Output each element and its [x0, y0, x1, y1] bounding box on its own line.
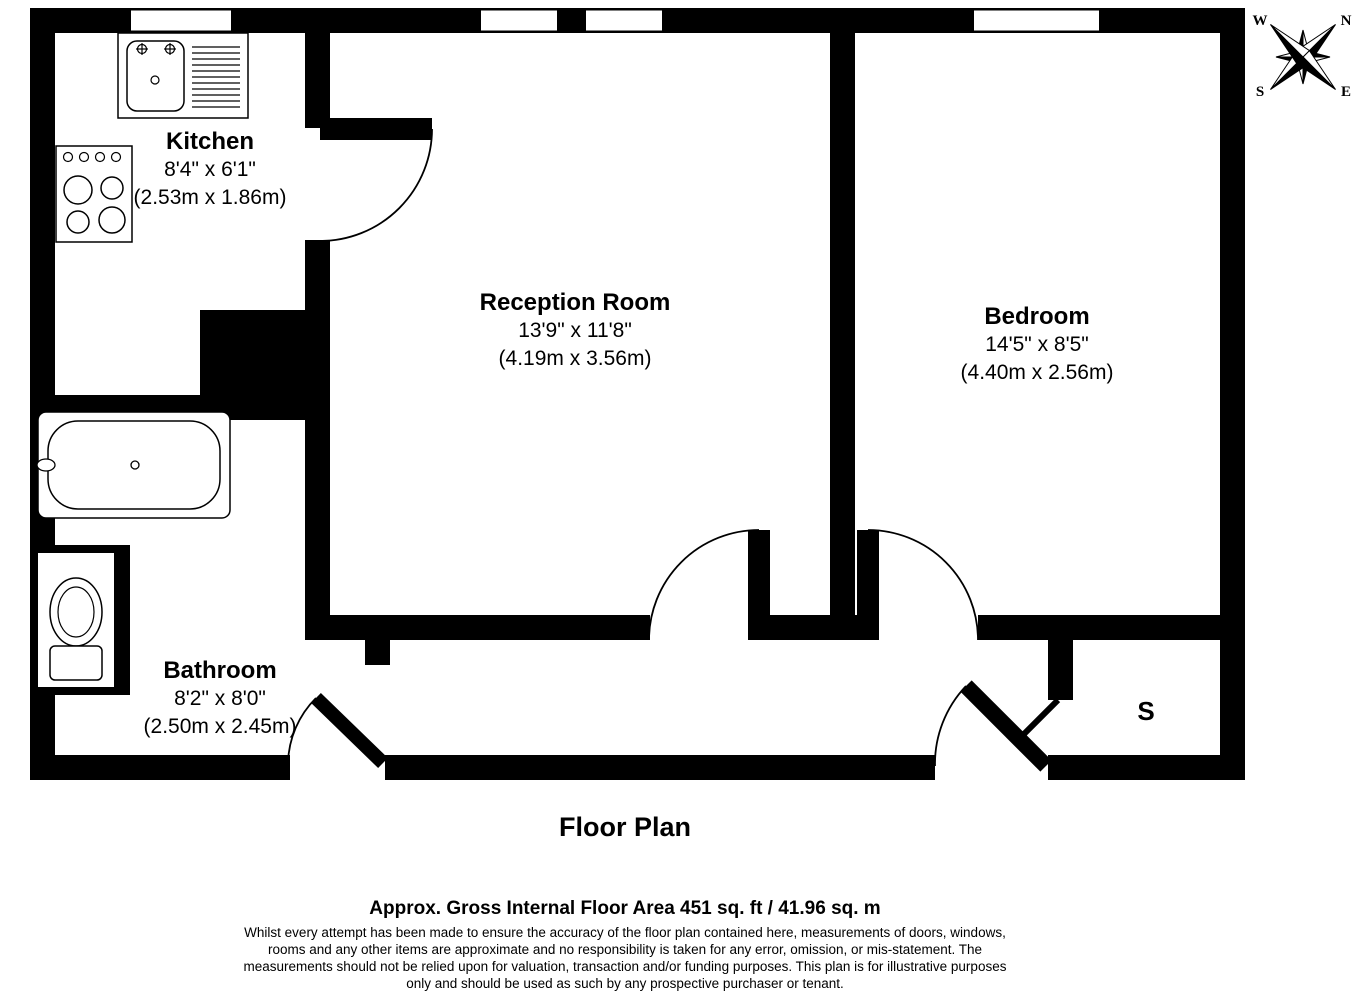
hob-control-icon	[62, 151, 74, 163]
wall-bottom-hall	[385, 755, 935, 780]
page-title: Floor Plan	[558, 812, 691, 842]
disclaimer-line: only and should be used as such by any p…	[406, 976, 844, 991]
disclaimer-line: rooms and any other items are approximat…	[267, 942, 983, 957]
kitchen-name: Kitchen	[165, 128, 254, 155]
wall-reception-bedroom-divider	[830, 33, 855, 640]
bedroom-label: Bedroom 14'5" x 8'5" (4.40m x 2.56m)	[887, 303, 1187, 387]
bath-tap-icon	[36, 458, 56, 472]
entrance-door-arc	[934, 685, 967, 767]
wall-mid-bottom	[760, 615, 868, 640]
bathroom-door-leaf	[311, 692, 388, 769]
wall-kitchen-corner	[200, 310, 330, 398]
wall-reception-left	[305, 240, 330, 640]
stove-hob	[55, 145, 133, 243]
wall-right	[1220, 8, 1245, 780]
windows	[129, 8, 1101, 33]
bathroom-dim-metric: (2.50m x 2.45m)	[143, 715, 297, 738]
sink-drainer	[192, 46, 240, 108]
kitchen-label: Kitchen 8'4" x 6'1" (2.53m x 1.86m)	[60, 128, 360, 212]
bathroom-name: Bathroom	[163, 657, 277, 684]
doors	[287, 118, 1061, 772]
bedroom-name: Bedroom	[984, 303, 1090, 330]
window-bedroom	[972, 8, 1101, 33]
kitchen-door-arc	[319, 128, 433, 242]
reception-dim-imperial: 13'9" x 11'8"	[518, 319, 632, 342]
wall-bottom-right	[1048, 755, 1245, 780]
hob-control-icon	[78, 151, 90, 163]
storage-door-leaf	[1011, 697, 1061, 747]
bathroom-label: Bathroom 8'2" x 8'0" (2.50m x 2.45m)	[70, 657, 370, 741]
wall-reception-bottom	[305, 615, 650, 640]
disclaimer-line: measurements should not be relied upon f…	[243, 959, 1007, 974]
burner-icon	[98, 206, 126, 234]
hob-control-icon	[94, 151, 106, 163]
bedroom-dim-metric: (4.40m x 2.56m)	[960, 361, 1114, 384]
reception-dim-metric: (4.19m x 3.56m)	[498, 347, 652, 370]
bedroom-door-leaf	[857, 530, 879, 640]
reception-door-arc	[648, 529, 760, 641]
window-reception-1	[479, 8, 559, 33]
bedroom-door-arc	[867, 529, 979, 641]
compass-east-label: E	[1341, 84, 1351, 100]
wall-bedroom-bottom	[978, 615, 1245, 640]
kitchen-dim-imperial: 8'4" x 6'1"	[164, 158, 256, 181]
compass-rose-icon: N W E S	[1253, 13, 1352, 100]
hob-control-icon	[110, 151, 122, 163]
sink-drain-icon	[150, 75, 160, 85]
toilet	[38, 553, 114, 687]
wall-kitchen-reception-upper	[305, 33, 330, 128]
bathtub	[36, 411, 231, 519]
entrance-door-leaf	[960, 680, 1052, 772]
bathroom-dim-imperial: 8'2" x 8'0"	[174, 687, 266, 710]
wall-bottom-bathroom	[30, 755, 290, 780]
burner-icon	[66, 210, 90, 234]
window-reception-2	[584, 8, 664, 33]
disclaimer-text: Whilst every attempt has been made to en…	[0, 924, 1250, 992]
sink-bowl	[126, 40, 185, 112]
compass-north-label: N	[1341, 13, 1352, 29]
compass-south-label: S	[1256, 84, 1264, 100]
compass-west-label: W	[1253, 13, 1268, 29]
reception-label: Reception Room 13'9" x 11'8" (4.19m x 3.…	[425, 289, 725, 373]
burner-icon	[63, 175, 93, 205]
bathroom-door-arc	[287, 697, 317, 764]
kitchen-sink-unit	[117, 32, 249, 119]
storage-label: S	[1137, 696, 1155, 726]
window-kitchen	[129, 8, 233, 33]
kitchen-dim-metric: (2.53m x 1.86m)	[133, 186, 287, 209]
wall-storage-stub	[1048, 640, 1073, 700]
floor-area-text: Approx. Gross Internal Floor Area 451 sq…	[369, 898, 881, 919]
toilet-cistern	[49, 645, 103, 681]
kitchen-door-leaf	[320, 118, 432, 140]
wall-bathroom-stub	[365, 640, 390, 665]
bedroom-dim-imperial: 14'5" x 8'5"	[985, 333, 1089, 356]
disclaimer-line: Whilst every attempt has been made to en…	[244, 925, 1006, 940]
reception-name: Reception Room	[479, 289, 671, 316]
burner-icon	[100, 176, 124, 200]
reception-door-leaf	[748, 530, 770, 640]
bath-drain-icon	[130, 460, 140, 470]
